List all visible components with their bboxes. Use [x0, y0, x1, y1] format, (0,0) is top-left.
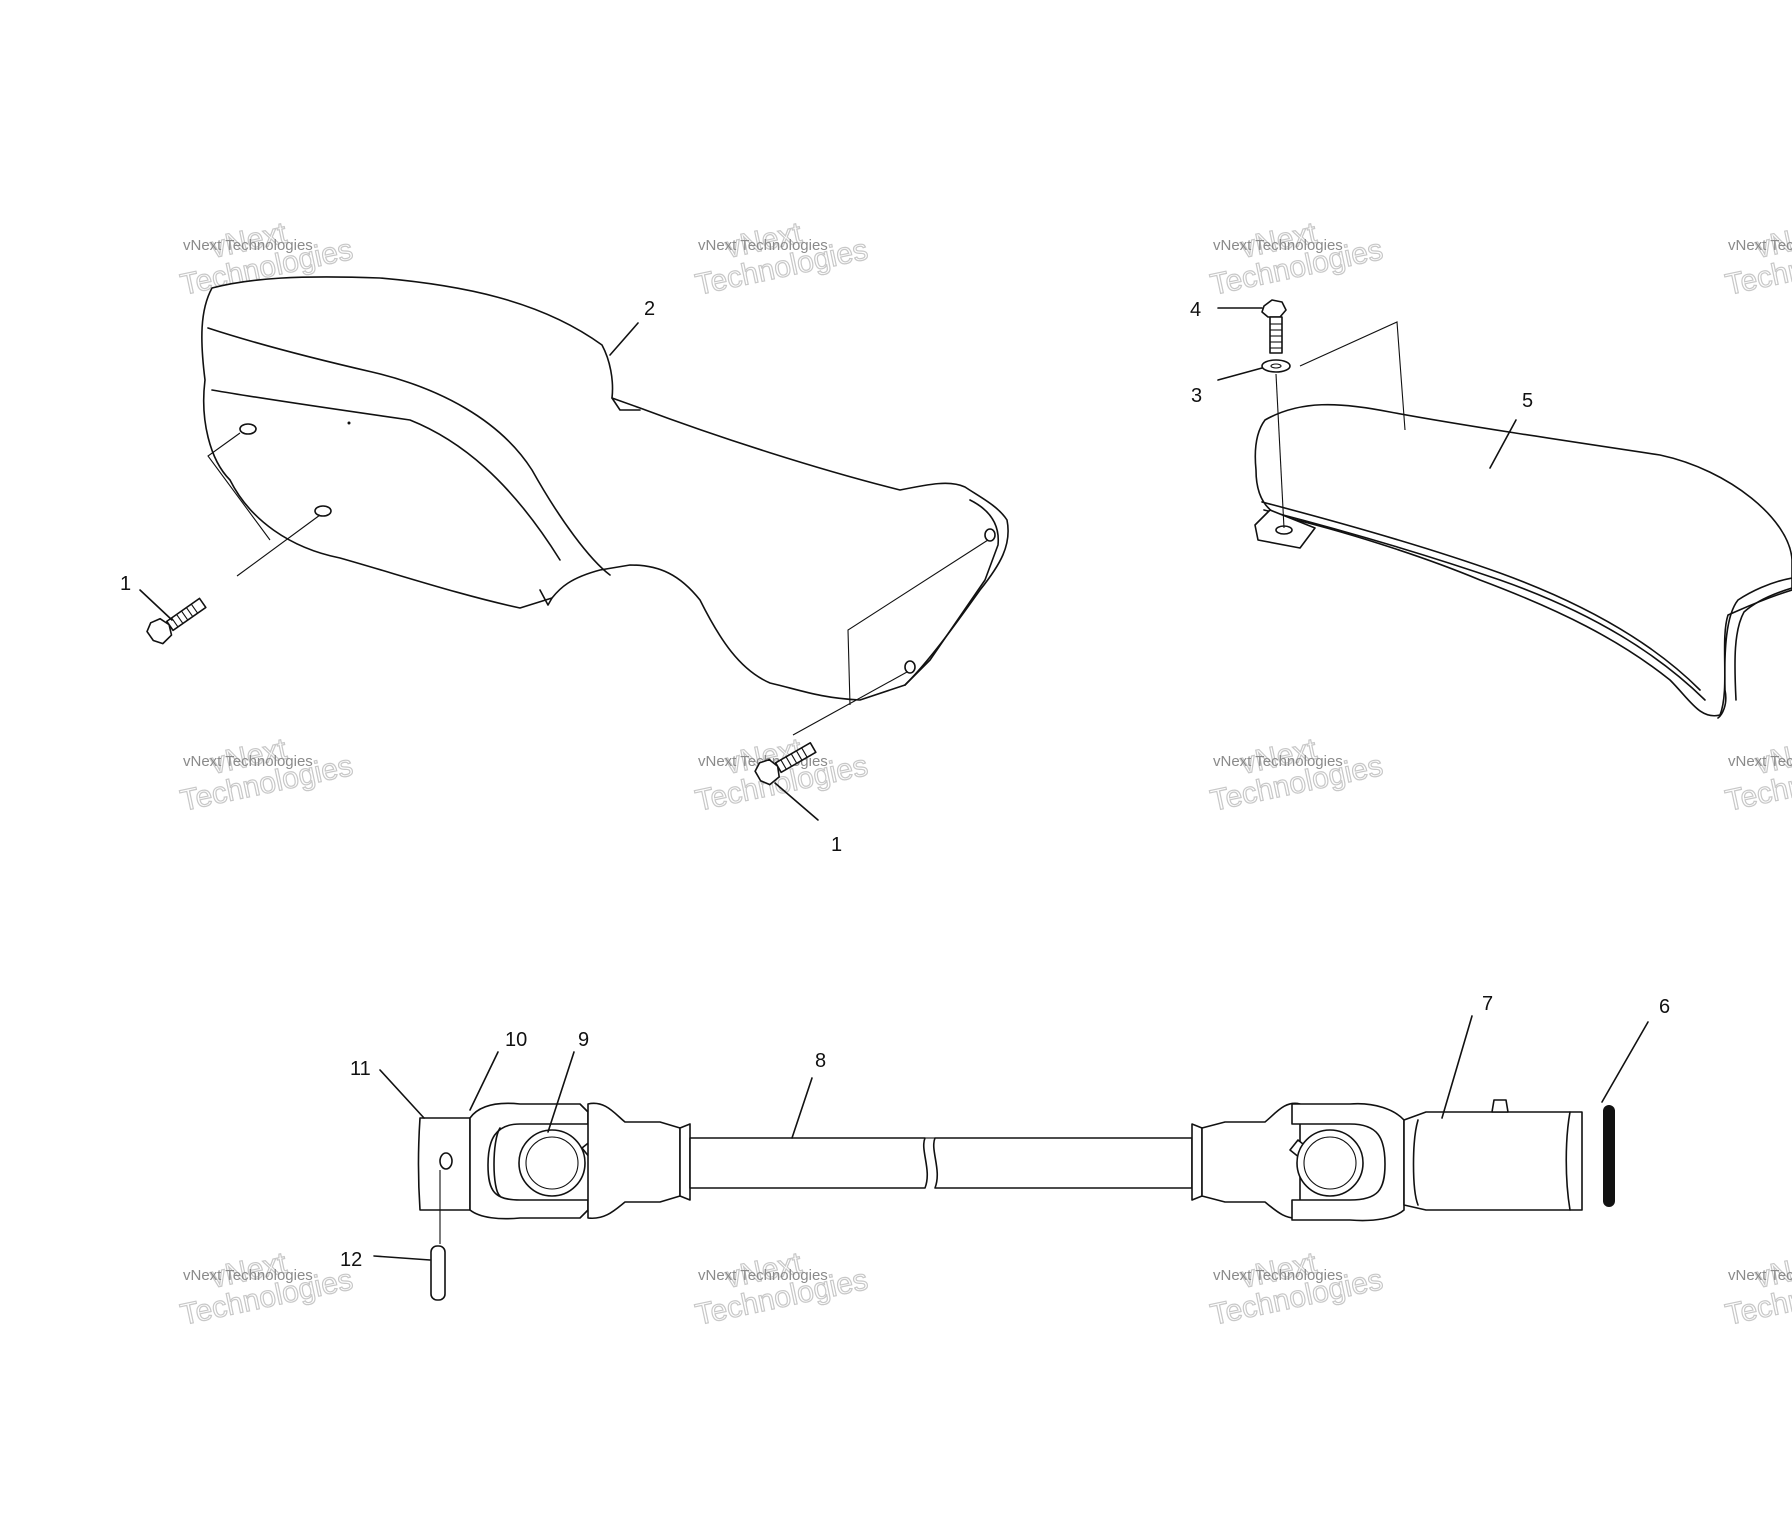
sleeve-end-edge	[1565, 1111, 1571, 1211]
right-cross-bearing	[1296, 1129, 1364, 1197]
mount-bracket-line	[207, 432, 271, 541]
cover-crease-line	[211, 389, 561, 561]
cover-assembly: 2 1 1	[120, 276, 1009, 856]
mount-bracket-line	[1299, 321, 1406, 431]
callout-12: 12	[340, 1249, 362, 1271]
cover-mount-hole	[904, 660, 916, 674]
watermark-tile: Technologies vNext vNext Technologies	[1207, 732, 1386, 819]
watermark-label: vNext Technologies	[183, 237, 313, 254]
right-yoke-sleeve	[1403, 1111, 1583, 1211]
left-yoke-fork	[469, 1102, 589, 1220]
callout-10: 10	[505, 1029, 527, 1051]
cover-edge-line	[207, 327, 611, 576]
guard-lower-edge	[1261, 501, 1701, 691]
cover-flange	[904, 499, 999, 686]
guard-lower-edge	[1263, 509, 1706, 701]
leader-line	[373, 1255, 431, 1261]
leader-line	[1489, 419, 1517, 469]
callout-5: 5	[1522, 390, 1533, 412]
watermark-layer: Technologies vNext vNext Technologies Te…	[177, 216, 1792, 1333]
watermark-label: vNext Technologies	[1728, 753, 1792, 770]
cover-tab	[611, 397, 641, 411]
driveshaft-assembly: 6 7 8 9 10 11 12	[340, 993, 1670, 1301]
callout-4: 4	[1190, 299, 1201, 321]
right-shaft-yoke	[1201, 1102, 1301, 1220]
watermark-tile: Technologies vNext vNext Technologies	[177, 732, 356, 819]
callout-3: 3	[1191, 385, 1202, 407]
watermark-tile: Technologies vNext vNext Technologies	[1207, 216, 1386, 303]
cover-mount-hole	[984, 528, 996, 542]
watermark-label: vNext Technologies	[1213, 1267, 1343, 1284]
watermark-label: vNext Technologies	[698, 1267, 828, 1284]
leader-line	[547, 1051, 575, 1133]
watermark-tile: Technologies vNext vNext Technologies	[1207, 1246, 1386, 1333]
mount-bracket-line	[847, 539, 989, 706]
shaft-tube	[933, 1137, 1193, 1189]
watermark-label: vNext Technologies	[1728, 1267, 1792, 1284]
watermark-tile: Technologies vNext vNext Technologies	[692, 216, 871, 303]
callout-6: 6	[1659, 996, 1670, 1018]
guard-washer	[1261, 359, 1291, 373]
driveshaft-guard	[1254, 403, 1792, 717]
right-yoke-fork	[1291, 1102, 1405, 1222]
leader-line	[1441, 1015, 1473, 1119]
roll-pin	[430, 1245, 446, 1301]
driveshaft-cover	[201, 276, 1009, 701]
guard-end-curl	[1734, 587, 1792, 701]
watermark-tile: Technologies vNext vNext Technologies	[692, 1246, 871, 1333]
bolt-alignment-line	[1275, 373, 1285, 529]
bolt-alignment-line	[236, 514, 321, 577]
watermark-label: vNext Technologies	[1728, 237, 1792, 254]
watermark-label: vNext Technologies	[698, 237, 828, 254]
right-cross-bearing-inner	[1303, 1136, 1357, 1190]
cover-bolt	[754, 742, 817, 786]
yoke-fork-inner	[493, 1127, 501, 1197]
left-shaft-yoke	[587, 1102, 681, 1220]
yoke-pin-hole	[439, 1152, 453, 1170]
cover-bolt	[146, 597, 207, 645]
cover-lower-notch	[539, 589, 553, 606]
callout-1: 1	[120, 573, 131, 595]
cover-mount-hole	[314, 505, 332, 517]
watermark-tile: Technologies vNext vNext Technologies	[177, 1246, 356, 1333]
guard-bolt	[1261, 299, 1287, 354]
left-cross-bearing-inner	[525, 1136, 579, 1190]
leader-line	[609, 322, 639, 356]
snap-ring	[1603, 1105, 1615, 1207]
callout-2: 2	[644, 298, 655, 320]
callout-9: 9	[578, 1029, 589, 1051]
left-spline-ring	[679, 1123, 691, 1201]
callout-7: 7	[1482, 993, 1493, 1015]
watermark-label: vNext Technologies	[1213, 237, 1343, 254]
left-cross-bearing	[518, 1129, 586, 1197]
guard-end-curl	[1717, 577, 1792, 719]
right-spline-ring	[1191, 1123, 1203, 1201]
guard-washer-hole	[1270, 363, 1282, 369]
guard-assembly: 4 3 5	[1190, 299, 1792, 719]
callout-1: 1	[831, 834, 842, 856]
watermark-label: vNext Technologies	[1213, 753, 1343, 770]
watermark-tile: Technologies vNext vNext Technologies	[1722, 216, 1792, 303]
shaft-tube	[689, 1137, 929, 1189]
leader-line	[791, 1077, 813, 1139]
watermark-label: vNext Technologies	[183, 1267, 313, 1284]
watermark-tile: Technologies vNext vNext Technologies	[692, 732, 871, 819]
watermark-tile: Technologies vNext vNext Technologies	[1722, 732, 1792, 819]
bolt-alignment-line	[792, 671, 908, 736]
cover-mount-hole	[239, 423, 257, 435]
leader-line	[774, 782, 819, 821]
leader-line	[379, 1069, 425, 1119]
leader-line	[1601, 1021, 1649, 1103]
watermark-label: vNext Technologies	[183, 753, 313, 770]
leader-line	[1217, 367, 1263, 381]
sleeve-inner-edge	[1412, 1119, 1419, 1206]
callout-8: 8	[815, 1050, 826, 1072]
watermark-tile: Technologies vNext vNext Technologies	[1722, 1246, 1792, 1333]
callout-11: 11	[350, 1058, 371, 1080]
cover-dot	[347, 421, 351, 425]
leader-line	[469, 1051, 499, 1111]
leader-line	[139, 589, 173, 621]
sleeve-grease-fitting	[1491, 1099, 1509, 1113]
